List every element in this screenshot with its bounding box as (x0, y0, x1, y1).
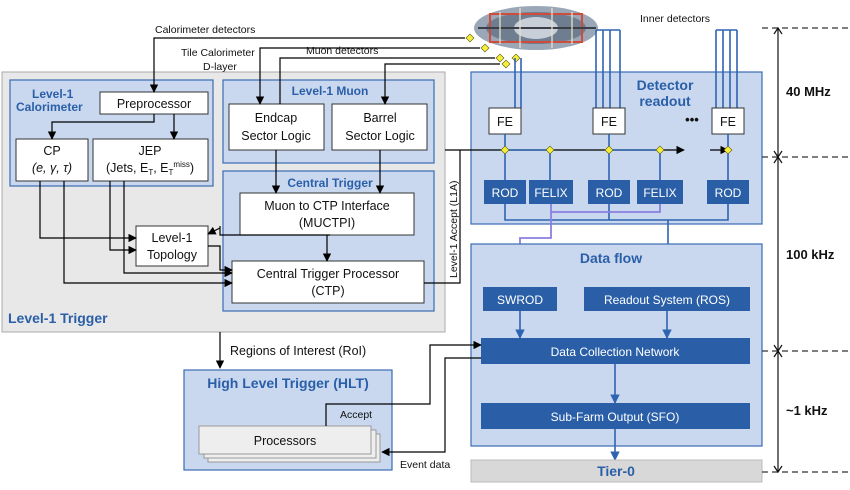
fe1-to-felix1 (504, 134, 551, 180)
fe-label-1: FE (497, 115, 513, 129)
muctpi-topology-arrow (207, 226, 221, 235)
fe-box-3 (711, 107, 745, 135)
muctpi-label-1: Muon to CTP Interface (264, 199, 390, 213)
accept-label: Accept (340, 409, 372, 421)
cp-to-topology-wire (39, 181, 137, 243)
topology-label-2: Topology (147, 248, 198, 262)
felix-output-bus (550, 204, 661, 213)
cp-label: CP (43, 144, 60, 158)
atlas-detector-image (474, 6, 598, 50)
rod-label-2: ROD (596, 186, 623, 200)
topology-label-1: Level-1 (152, 231, 193, 245)
rate-scale-arrowheads (773, 26, 783, 474)
inner-detectors-label: Inner detectors (640, 13, 710, 25)
jep-sub-label: (Jets, ET, ETmiss) (106, 160, 194, 177)
muon-feed-wire-barrel (380, 63, 500, 105)
hlt-title: High Level Trigger (HLT) (207, 375, 369, 391)
fe-ellipsis: ••• (685, 112, 699, 127)
processors-box (198, 425, 372, 455)
event-data-wire (382, 357, 481, 452)
rate-100khz: 100 kHz (786, 247, 835, 262)
rod-box-3 (707, 180, 749, 204)
rod-box-2 (588, 180, 630, 204)
tile-cal-feed-wire (255, 47, 480, 105)
inner-detector-feed-wires (514, 30, 738, 108)
topology-to-ctp-wire (208, 245, 233, 275)
felix-box-1 (529, 180, 573, 204)
ros-box (584, 287, 750, 311)
preproc-to-cp-wire (47, 114, 155, 140)
l1-muon-title: Level-1 Muon (292, 84, 369, 98)
rod-label-3: ROD (715, 186, 742, 200)
l1-calorimeter-title-1: Level-1 (32, 87, 74, 101)
roi-label: Regions of Interest (RoI) (230, 344, 366, 358)
barrel-label-2: Sector Logic (345, 129, 414, 143)
cp-to-ctp-wire (63, 181, 233, 288)
muon-detectors-label: Muon detectors (306, 45, 378, 57)
detector-readout-title-2: readout (639, 93, 691, 109)
ros-label: Readout System (ROS) (604, 293, 730, 307)
rod-label-1: ROD (492, 186, 519, 200)
sfo-box (481, 403, 750, 429)
l1-calorimeter-title-2: Calorimeter (16, 100, 83, 114)
felix-label-1: FELIX (534, 186, 567, 200)
rate-1khz: ~1 kHz (786, 403, 828, 418)
barrel-label-1: Barrel (363, 111, 396, 125)
rate-40mhz: 40 MHz (786, 84, 831, 99)
felix-label-2: FELIX (643, 186, 676, 200)
cp-sub-label: (e, γ, τ) (32, 161, 72, 175)
sfo-label: Sub-Farm Output (SFO) (551, 410, 680, 424)
detector-readout-title-1: Detector (637, 77, 694, 93)
level1-trigger-title: Level-1 Trigger (8, 310, 108, 326)
central-trigger-title: Central Trigger (287, 176, 373, 190)
swrod-box (483, 287, 557, 311)
l1a-diamonds (500, 145, 733, 155)
ctp-label-2: (CTP) (311, 284, 344, 298)
fe2-to-felix2 (608, 134, 661, 180)
rate-scale-dividers (762, 27, 850, 473)
tile-cal-label-1: Tile Calorimeter (181, 47, 255, 59)
jep-to-topology-wire (109, 181, 137, 255)
endcap-label-1: Endcap (255, 111, 297, 125)
tile-cal-label-2: D-layer (203, 61, 237, 73)
rod-output-bus (504, 204, 729, 221)
processors-label: Processors (254, 434, 317, 448)
muctpi-box (239, 192, 415, 236)
rod-box-1 (484, 180, 526, 204)
calorimeter-detectors-label: Calorimeter detectors (155, 24, 255, 36)
detector-output-diamonds (465, 33, 521, 69)
l1a-label: Level-1 Accept (L1A) (448, 181, 460, 278)
ctp-label-1: Central Trigger Processor (257, 267, 399, 281)
accept-wire (325, 340, 482, 426)
endcap-label-2: Sector Logic (241, 129, 310, 143)
data-flow-title: Data flow (580, 250, 642, 266)
muctpi-label-2: (MUCTPI) (299, 216, 355, 230)
dcn-box (481, 338, 750, 364)
tier0-label: Tier-0 (597, 463, 635, 479)
jep-to-ctp-wire (123, 181, 233, 278)
muon-feed-wire-endcap (279, 57, 495, 104)
jep-label: JEP (139, 144, 162, 158)
dcn-label: Data Collection Network (551, 345, 681, 359)
ctp-l1a-wire (424, 150, 461, 284)
event-data-label: Event data (400, 459, 450, 471)
fe-label-3: FE (720, 115, 736, 129)
fe-box-1 (488, 107, 522, 135)
level1-topology-box (135, 225, 209, 267)
felix-box-2 (637, 180, 683, 204)
tier0-box (470, 459, 763, 483)
calorimeter-feed-wire (149, 37, 465, 93)
cp-box (15, 138, 89, 182)
muctpi-to-topology-wire (219, 226, 330, 236)
preprocessor-label: Preprocessor (117, 97, 191, 111)
jep-box (92, 138, 209, 182)
fe-label-2: FE (601, 115, 617, 129)
swrod-label: SWROD (497, 293, 543, 307)
